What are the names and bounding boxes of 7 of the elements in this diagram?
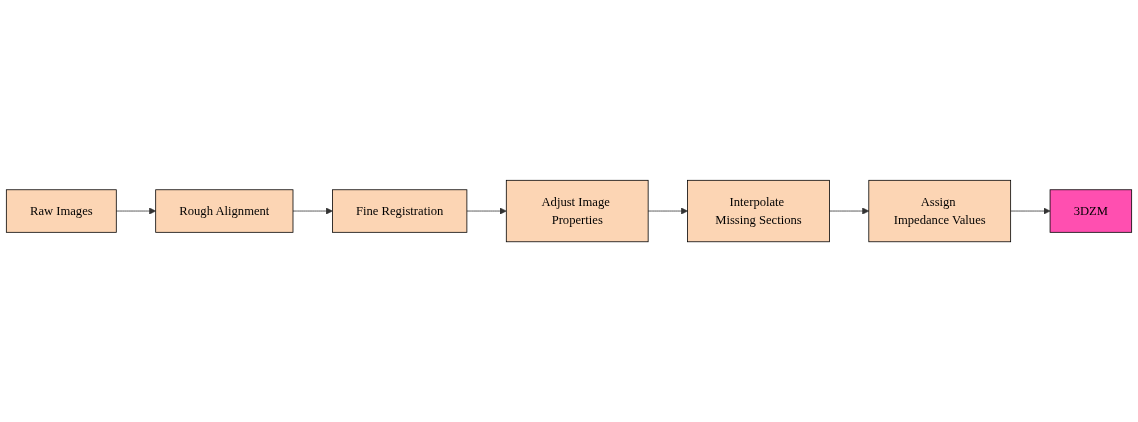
node-box: Assign Impedance Values xyxy=(868,179,1012,243)
node-box: Raw Images xyxy=(5,189,117,233)
node-box: Rough Alignment xyxy=(155,189,294,233)
node-box: Interpolate Missing Sections xyxy=(687,179,830,243)
node-box: 3DZM xyxy=(1049,189,1133,233)
node-box: Fine Registration xyxy=(332,189,468,233)
node-box: Adjust Image Properties xyxy=(505,179,649,243)
